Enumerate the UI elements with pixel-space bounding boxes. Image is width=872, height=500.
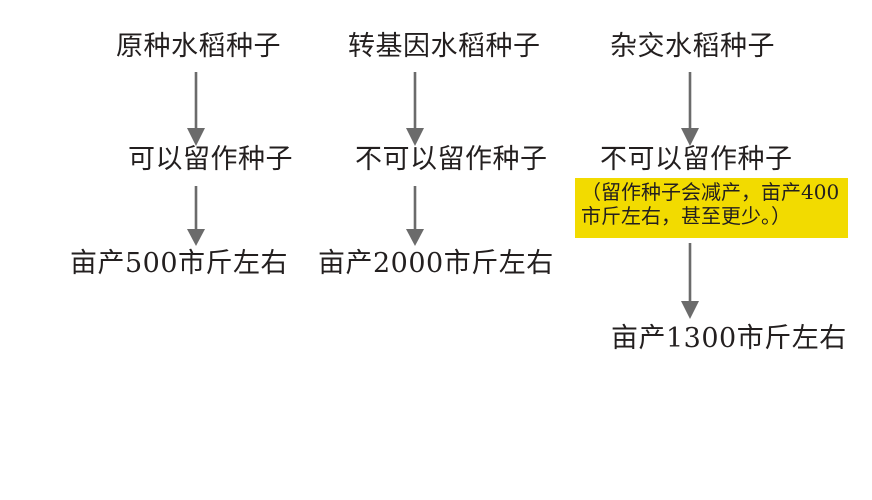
node-native-rice-seed-header: 原种水稻种子 [116,31,281,62]
arrow-col2-top [401,72,429,148]
node-transgenic-rice-seed-middle: 不可以留作种子 [355,144,548,175]
node-hybrid-rice-seed-middle: 不可以留作种子 [600,144,793,175]
node-transgenic-rice-seed-bottom: 亩产2000市斤左右 [318,248,554,279]
arrow-col1-bottom [182,186,210,248]
arrow-col3-top [676,72,704,148]
arrow-col2-bottom [401,186,429,248]
arrow-col3-bottom [676,243,704,321]
node-hybrid-rice-seed-bottom: 亩产1300市斤左右 [611,323,847,354]
node-native-rice-seed-bottom: 亩产500市斤左右 [70,248,289,279]
node-hybrid-rice-seed-header: 杂交水稻种子 [610,31,775,62]
node-native-rice-seed-middle: 可以留作种子 [128,144,293,175]
arrow-col1-top [182,72,210,148]
node-transgenic-rice-seed-header: 转基因水稻种子 [348,31,541,62]
note-hybrid-rice-seed-yield-warning: （留作种子会减产，亩产400 市斤左右，甚至更少。） [575,178,848,238]
